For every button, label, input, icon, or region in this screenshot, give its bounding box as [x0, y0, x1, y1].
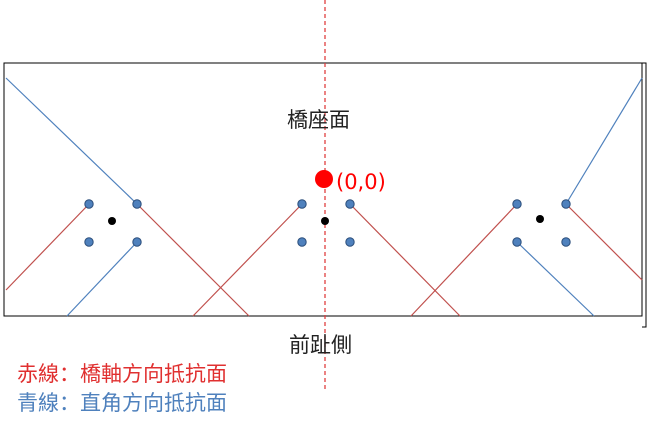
- pile: [561, 237, 571, 247]
- legend-blue-lines: 青線：直角方向抵抗面: [17, 391, 227, 415]
- pile: [345, 199, 355, 209]
- group-center-dot: [108, 217, 116, 225]
- red-resistance-line: [5, 203, 90, 291]
- pile: [132, 237, 142, 247]
- pile: [512, 237, 522, 247]
- blue-resistance-line: [516, 241, 595, 317]
- toe-side-label: 前趾側: [289, 333, 352, 357]
- blue-resistance-line: [66, 241, 138, 317]
- pile: [132, 199, 142, 209]
- red-resistance-line: [349, 203, 461, 317]
- pile: [84, 199, 94, 209]
- origin-label: (0,0): [336, 170, 386, 194]
- red-resistance-line: [192, 203, 303, 317]
- pile: [561, 199, 571, 209]
- red-resistance-line: [565, 203, 643, 281]
- right-edge-bracket: [642, 62, 647, 328]
- pile: [345, 237, 355, 247]
- group-center-dot: [321, 217, 329, 225]
- red-resistance-line: [410, 203, 518, 317]
- group-center-dot: [536, 215, 544, 223]
- pile: [84, 237, 94, 247]
- blue-resistance-line: [5, 77, 138, 205]
- pile: [297, 237, 307, 247]
- pile: [512, 199, 522, 209]
- footing-outline: [3, 62, 643, 317]
- origin-point: [315, 170, 333, 188]
- top-face-label: 橋座面: [287, 108, 350, 132]
- blue-resistance-line: [565, 77, 643, 205]
- pile: [297, 199, 307, 209]
- legend-red-lines: 赤線：橋軸方向抵抗面: [17, 362, 227, 386]
- red-resistance-line: [136, 203, 250, 317]
